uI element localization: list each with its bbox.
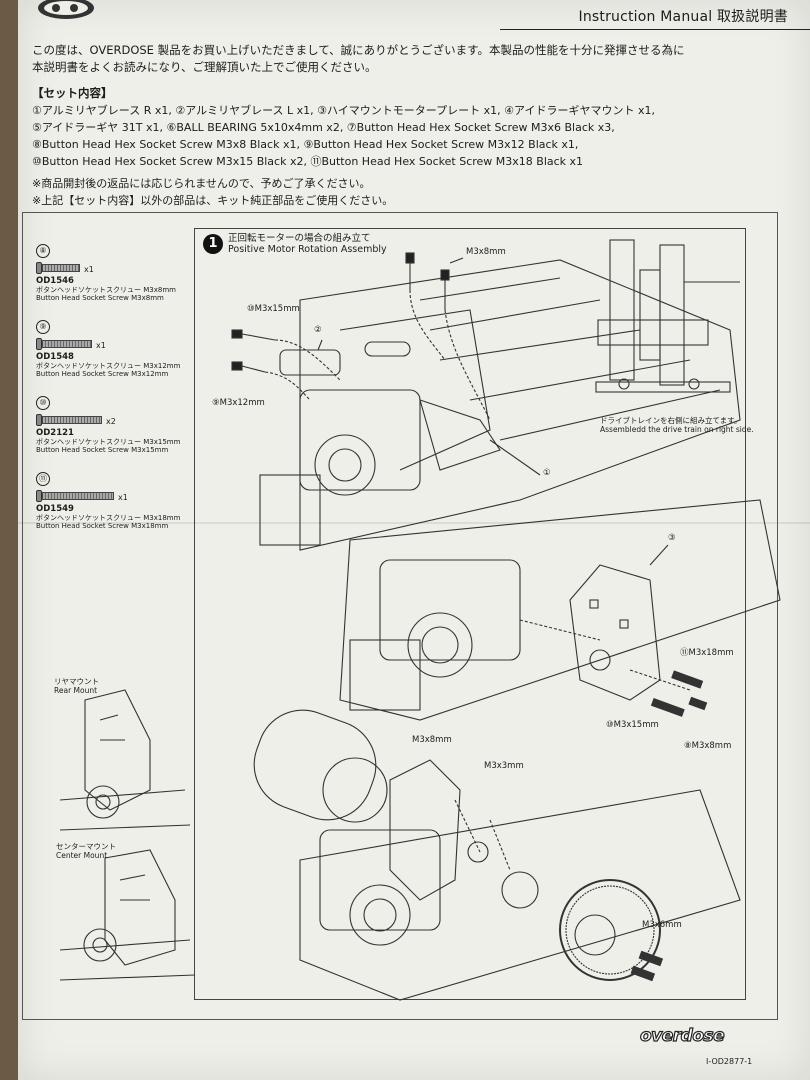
manual-title: Instruction Manual 取扱説明書 [578,9,788,25]
part-code: OD2121 [36,428,74,438]
screw-icon: x1 [36,262,186,274]
part-name-jp: ボタンヘッドソケットスクリュー M3x12mm [36,362,181,370]
kit-contents-title: 【セット内容】 [32,86,113,100]
parts-list: ⑧ x1 OD1546 ボタンヘッドソケットスクリュー M3x8mm Butto… [36,238,186,542]
part-index: ⑧ [36,244,50,258]
gearbox-drawing [259,309,501,546]
drive-train-note: ドライブトレインを右側に組み立てます。 Assembledd the drive… [600,416,754,434]
callout-part-1: ① [543,468,551,478]
intro-text: この度は、OVERDOSE 製品をお買い上げいただきまして、誠にありがとうござい… [32,42,774,76]
paper-fold [18,522,810,524]
part-name-jp: ボタンヘッドソケットスクリュー M3x8mm [36,286,176,294]
part-name-jp: ボタンヘッドソケットスクリュー M3x15mm [36,438,181,446]
screw-drawing [231,252,491,421]
brand-logo: overdose [639,1025,725,1046]
screw-icon: x2 [36,414,186,426]
kit-line: ⑤アイドラーギヤ 31T x1, ⑥BALL BEARING 5x10x4mm … [32,121,615,134]
screw-icon: x1 [36,490,186,502]
part-item: ⑧ x1 OD1546 ボタンヘッドソケットスクリュー M3x8mm Butto… [36,238,186,302]
part-name-en: Button Head Socket Screw M3x12mm [36,370,169,378]
rear-mount-drawing [59,689,191,831]
leader-lines [317,257,669,566]
part-code: OD1549 [36,504,74,514]
step-title-en: Positive Motor Rotation Assembly [228,244,387,255]
center-mount-drawing [59,849,196,981]
intro-line: この度は、OVERDOSE 製品をお買い上げいただきまして、誠にありがとうござい… [32,43,685,57]
kit-contents: 【セット内容】 ①アルミリヤブレース R x1, ②アルミリヤブレース L x1… [32,85,782,170]
center-mount-label: センターマウント Center Mount [56,842,116,860]
center-mount-label-en: Center Mount [56,851,108,860]
step-frame [194,228,746,1000]
callout-m3x8-top: M3x8mm [466,247,506,257]
screw-icon: x1 [36,338,186,350]
kit-line: ⑧Button Head Hex Socket Screw M3x8 Black… [32,138,579,151]
callout-m3x12: ⑨M3x12mm [212,398,265,408]
part-name-en: Button Head Socket Screw M3x8mm [36,294,164,302]
note-line: ※上記【セット内容】以外の部品は、キット純正部品をご使用ください。 [32,194,394,207]
header-rule [500,29,810,30]
callout-m3x8-mid: ⑧M3x8mm [684,741,732,751]
part-name-en: Button Head Socket Screw M3x18mm [36,522,169,530]
center-mount-label-jp: センターマウント [56,842,116,851]
rear-mount-label: リヤマウント Rear Mount [54,677,99,695]
middle-assembly-drawing [339,499,781,721]
part-qty: x1 [96,341,106,350]
step-title-jp: 正回転モーターの場合の組み立て [228,233,371,244]
kit-line: ⑩Button Head Hex Socket Screw M3x15 Blac… [32,155,584,168]
document-number: I-OD2877-1 [706,1057,753,1066]
callout-m3x15-top: ⑩M3x15mm [247,304,300,314]
callout-m3x8-low: M3x8mm [412,735,452,745]
part-item: ⑪ x1 OD1549 ボタンヘッドソケットスクリュー M3x18mm Butt… [36,466,186,530]
part-code: OD1548 [36,352,74,362]
part-item: ⑨ x1 OD1548 ボタンヘッドソケットスクリュー M3x12mm Butt… [36,314,186,378]
part-index: ⑨ [36,320,50,334]
callout-part-3: ③ [668,533,676,543]
diagram-frame [22,212,778,1020]
motor-assembly-drawing [253,709,741,1001]
note-line: ※商品開封後の返品には応じられませんので、予めご了承ください。 [32,177,371,190]
notes: ※商品開封後の返品には応じられませんので、予めご了承ください。 ※上記【セット内… [32,175,774,209]
part-item: ⑩ x2 OD2121 ボタンヘッドソケットスクリュー M3x15mm Butt… [36,390,186,454]
callout-m3x15-mid: ⑩M3x15mm [606,720,659,730]
step-number-badge: 1 [203,234,223,254]
part-index: ⑩ [36,396,50,410]
step-title: 正回転モーターの場合の組み立て Positive Motor Rotation … [228,233,387,255]
part-name-en: Button Head Socket Screw M3x15mm [36,446,169,454]
kit-line: ①アルミリヤブレース R x1, ②アルミリヤブレース L x1, ③ハイマウン… [32,104,655,117]
callout-m3x18: ⑪M3x18mm [680,648,734,658]
part-qty: x1 [84,265,94,274]
side-view-drawing [595,239,740,393]
part-index: ⑪ [36,472,50,486]
chassis-plate-drawing [299,259,741,551]
part-qty: x2 [106,417,116,426]
intro-line: 本説明書をよくお読みになり、ご理解頂いた上でご使用ください。 [32,60,377,74]
drive-train-note-en: Assembledd the drive train on right side… [600,425,754,434]
rear-mount-label-jp: リヤマウント [54,677,99,686]
part-qty: x1 [118,493,128,502]
callout-m3x6: M3x6mm [642,920,682,930]
callout-m3x3: M3x3mm [484,761,524,771]
rear-mount-label-en: Rear Mount [54,686,98,695]
overdose-logo-mark [38,0,94,19]
part-name-jp: ボタンヘッドソケットスクリュー M3x18mm [36,514,181,522]
drive-train-note-jp: ドライブトレインを右側に組み立てます。 [600,416,742,425]
callout-part-2: ② [314,325,322,335]
part-code: OD1546 [36,276,74,286]
